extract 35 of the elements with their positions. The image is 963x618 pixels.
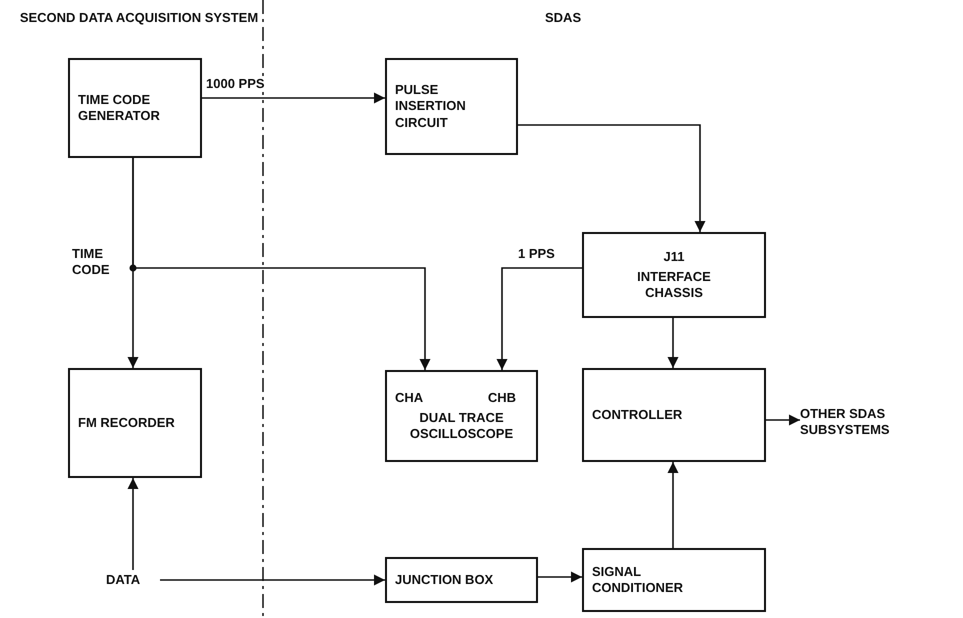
- block-label: TIME CODE GENERATOR: [78, 92, 161, 124]
- block-label: CONTROLLER: [592, 406, 682, 424]
- block-label: DUAL TRACE OSCILLOSCOPE: [408, 410, 514, 442]
- arrow: [132, 158, 431, 370]
- block-label: SIGNAL CONDITIONER: [592, 564, 684, 596]
- arrow: [202, 92, 385, 104]
- arrow: [538, 571, 582, 583]
- arrow: [496, 267, 582, 370]
- block-box: [385, 370, 538, 462]
- channel-label: CHB: [488, 390, 516, 406]
- arrow: [127, 478, 139, 570]
- signal-label: TIME CODE: [72, 246, 111, 278]
- arrow: [518, 124, 706, 232]
- block-label: JUNCTION BOX: [395, 572, 494, 588]
- block-label: PULSE INSERTION CIRCUIT: [395, 82, 467, 131]
- signal-label: DATA: [106, 572, 140, 588]
- block-box: [582, 368, 766, 462]
- channel-label: CHA: [395, 390, 424, 406]
- block-label: FM RECORDER: [78, 414, 175, 432]
- arrow: [667, 318, 679, 368]
- block-label: INTERFACE CHASSIS: [636, 268, 712, 302]
- signal-label: OTHER SDAS SUBSYSTEMS: [800, 406, 891, 438]
- section-heading: SDAS: [545, 10, 582, 26]
- edge-label: 1000 PPS: [206, 76, 265, 92]
- arrow: [766, 414, 800, 426]
- section-heading: SECOND DATA ACQUISITION SYSTEM: [18, 10, 260, 26]
- block-box: [582, 548, 766, 612]
- block-box: [68, 368, 202, 478]
- block-box: [582, 232, 766, 318]
- block-box: [385, 58, 518, 155]
- block-box: [68, 58, 202, 158]
- block-box: [385, 557, 538, 603]
- arrow: [160, 574, 385, 586]
- arrow: [667, 462, 679, 548]
- connector-label: J11: [664, 248, 684, 265]
